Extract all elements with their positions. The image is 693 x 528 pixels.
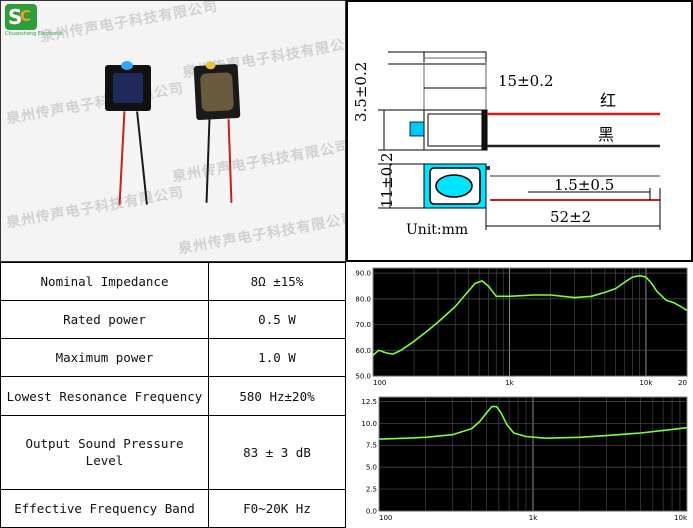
spec-label: Output Sound Pressure Level [0,414,209,490]
spec-label: Maximum power [0,338,209,378]
y-tick-label: 10.0 [361,420,377,428]
spec-value: 0.5 W [208,300,346,340]
spec-value: 1.0 W [208,338,346,378]
product-photo: S C Chuansheng Electronic 泉州传声电子科技有限公司 泉… [0,0,346,262]
y-tick-label: 70.0 [355,321,371,329]
x-tick-label: 1k [505,379,514,387]
wire-length-dimension: 52±2 [550,208,591,226]
drawing-svg: 15±0.2 3.5±0.2 11±0.2 1.5±0.5 52±2 红 黑 U… [352,51,661,238]
strip-dimension: 1.5±0.5 [554,176,614,194]
height-dimension: 3.5±0.2 [352,62,370,122]
response-charts: 50.0 60.0 70.0 80.0 90.0 100 1k 10k 20 0.0 2.5 5.0 7… [346,262,693,528]
y-tick-label: 0.0 [366,508,377,516]
watermark: 泉州传声电子科技有限公司 [177,210,346,258]
x-tick-label: 10k [639,379,653,387]
watermark: 泉州传声电子科技有限公司 [171,138,346,186]
black-wire-label: 黑 [598,125,614,144]
width-dimension: 11±0.2 [378,152,396,208]
lens-shape [409,121,425,137]
table-row: Lowest Resonance Frequency 580 Hz±20% [0,376,346,416]
speaker-back-image [193,61,241,121]
y-tick-label: 7.5 [366,442,377,450]
spec-label: Effective Frequency Band [0,488,209,528]
spec-label: Nominal Impedance [0,261,209,302]
y-tick-label: 50.0 [355,373,371,381]
plot-area [372,267,688,377]
watermark: 泉州传声电子科技有限公司 [39,0,220,46]
response-curve [378,405,688,440]
spec-value: 580 Hz±20% [208,376,346,416]
y-tick-label: 2.5 [366,486,377,494]
y-tick-label: 80.0 [355,295,371,303]
x-tick-label: 1k [529,514,538,522]
spec-table: Nominal Impedance 8Ω ±15% Rated power 0.… [0,261,346,528]
watermark: 泉州传声电子科技有限公司 [5,184,186,232]
table-row: Maximum power 1.0 W [0,338,346,378]
spec-value: 83 ± 3 dB [208,414,346,490]
length-dimension: 15±0.2 [498,72,554,90]
speaker-front-image [105,61,151,111]
spec-value: 8Ω ±15% [208,261,346,302]
table-row: Nominal Impedance 8Ω ±15% [0,261,346,302]
y-tick-label: 90.0 [355,270,371,278]
logo-subtitle: Chuansheng Electronic [5,31,63,37]
x-tick-label: 20 [678,379,687,387]
spec-value: F0~20K Hz [208,488,346,528]
logo-mark: S C [5,4,37,30]
unit-label: Unit:mm [406,222,468,238]
y-tick-label: 12.5 [361,398,377,406]
y-tick-label: 5.0 [366,464,377,472]
table-row: Output Sound Pressure Level 83 ± 3 dB [0,414,346,490]
x-tick-label: 10k [674,514,688,522]
y-tick-label: 60.0 [355,347,371,355]
company-logo: S C Chuansheng Electronic [5,4,63,40]
x-tick-label: 100 [373,379,386,387]
charts-svg: 50.0 60.0 70.0 80.0 90.0 100 1k 10k 20 0.0 2.5 5.0 7… [355,267,688,522]
response-curve [372,274,688,356]
table-row: Effective Frequency Band F0~20K Hz [0,488,346,528]
x-tick-label: 100 [379,514,392,522]
table-row: Rated power 0.5 W [0,300,346,340]
logo-letter-c: C [20,7,32,25]
dimension-drawing: 15±0.2 3.5±0.2 11±0.2 1.5±0.5 52±2 红 黑 U… [346,0,693,262]
red-wire-label: 红 [600,91,616,110]
spec-label: Rated power [0,300,209,340]
logo-letter-s: S [8,5,23,29]
watermark: 泉州传声电子科技有限公司 [5,80,186,128]
spec-label: Lowest Resonance Frequency [0,376,209,416]
